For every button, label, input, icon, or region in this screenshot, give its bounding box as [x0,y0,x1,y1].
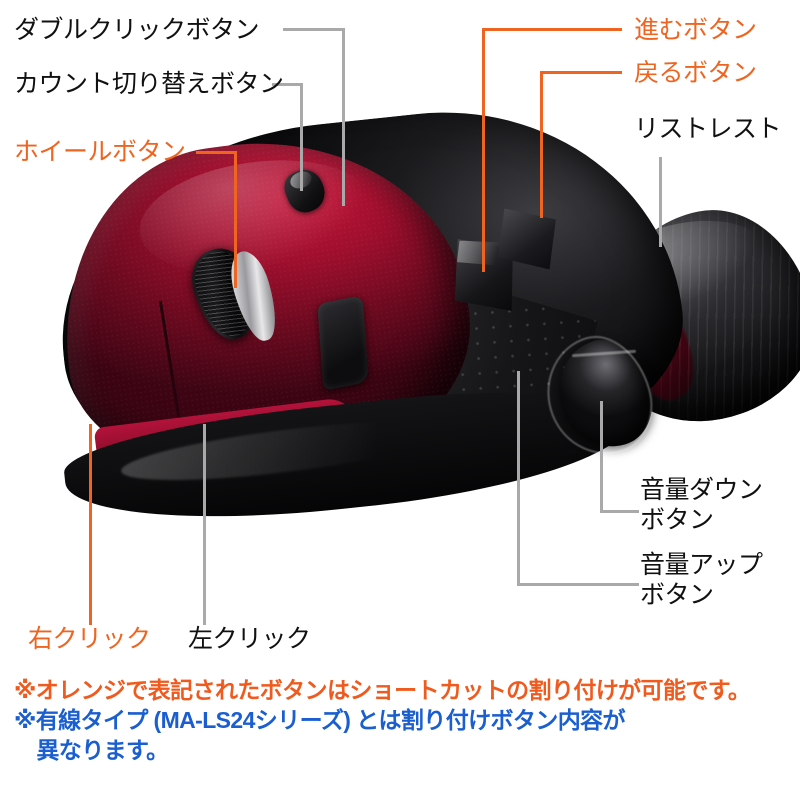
footnote-wired-type-line1: ※有線タイプ (MA-LS24シリーズ) とは割り付けボタン内容が [14,706,626,733]
leader-count-switch-horizontal [272,83,303,86]
callout-label-wrist-rest: リストレスト [634,115,782,143]
leader-double-click-vertical [342,28,345,206]
leader-right-click-vertical [89,424,92,625]
leader-back-horizontal [540,71,622,74]
footnote-shortcut-assignable: ※オレンジで表記されたボタンはショートカットの割り付けが可能です。 [14,677,751,703]
callout-label-double-click: ダブルクリックボタン [14,16,260,44]
callout-label-volume-up-line2: ボタン [640,580,714,609]
leader-count-switch-vertical [300,83,303,191]
footnote-wired-type-line2: 異なります。 [14,736,169,763]
footnotes: ※オレンジで表記されたボタンはショートカットの割り付けが可能です。 ※有線タイプ… [14,676,800,766]
leader-left-click-vertical [203,424,206,625]
leader-volume-up-horizontal [517,583,639,586]
leader-wheel-horizontal [196,151,237,154]
callout-label-volume-down: 音量ダウン ボタン [640,476,763,535]
leader-volume-down-vertical [600,401,603,512]
leader-double-click-horizontal [283,28,345,31]
callout-label-wheel: ホイールボタン [14,138,186,166]
leader-back-vertical [540,71,543,218]
leader-wheel-vertical [234,151,237,288]
callout-label-volume-down-line2: ボタン [640,505,714,534]
callout-label-forward: 進むボタン [634,16,757,44]
callout-label-left-click: 左クリック [188,625,311,653]
leader-volume-down-horizontal [600,510,639,513]
double-click-button-part [317,295,369,391]
leader-forward-vertical [482,28,485,272]
callout-label-volume-up: 音量アップ ボタン [640,551,763,610]
callout-label-volume-up-line1: 音量アップ [640,551,763,579]
callout-label-volume-down-line1: 音量ダウン [640,476,763,504]
callout-label-back: 戻るボタン [634,59,757,87]
callout-label-right-click: 右クリック [28,625,151,653]
leader-volume-up-vertical [517,371,520,585]
callout-label-count-switch: カウント切り替えボタン [14,70,284,98]
leader-forward-horizontal [482,28,622,31]
leader-wrist-rest-vertical [659,157,662,247]
